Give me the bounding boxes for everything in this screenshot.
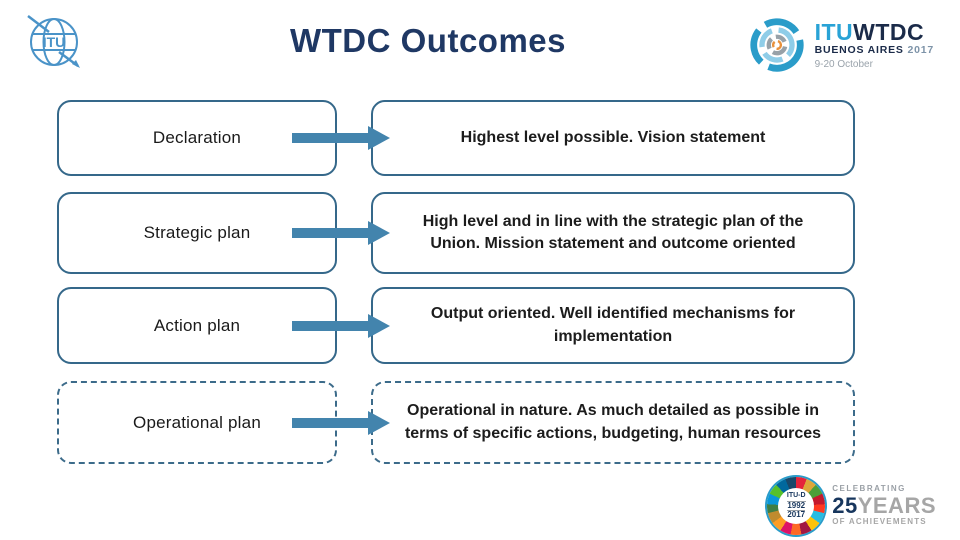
description-box-declaration: Highest level possible. Vision statement [371,100,855,176]
label-box-action-plan: Action plan [57,287,337,364]
row-description: Operational in nature. As much detailed … [404,402,822,442]
wheel-center: ITU-D 1992 2017 [778,488,815,524]
wheel-year-2017: 2017 [787,510,806,520]
description-box-operational-plan: Operational in nature. As much detailed … [371,381,855,464]
years-logo-text: CELEBRATING 25YEARS OF ACHIEVEMENTS [832,484,936,527]
flow-arrow-icon [292,126,390,150]
celebrating-label: CELEBRATING [832,484,906,494]
itu-25-years-logo: ITU-D 1992 2017 CELEBRATING 25YEARS OF A… [767,477,936,535]
wtdc-year: 2017 [907,44,934,57]
wtdc-logo-text: ITUWTDC BUENOS AIRES 2017 9-20 October [814,18,934,71]
row-description: High level and in line with the strategi… [422,212,804,252]
wtdc-wordmark: ITUWTDC [814,18,934,46]
wtdc-logo: ITUWTDC BUENOS AIRES 2017 9-20 October [746,14,934,76]
years-word: YEARS [857,492,936,518]
sdg-wheel-icon: ITU-D 1992 2017 [767,477,826,535]
wtdc-rings-icon [749,18,804,72]
wtdc-wordmark-itu: ITU [814,18,854,45]
flow-arrow-icon [292,410,390,435]
wheel-year-1992: 1992 [787,500,806,512]
25-years-wordmark: 25YEARS [832,492,936,518]
page-title: WTDC Outcomes [290,22,567,59]
arrow-head [368,126,390,150]
itu-globe-logo-icon: ITU [27,15,80,68]
row-description: Output oriented. Well identified mechani… [430,305,796,345]
diagram-row-declaration: Declaration Highest level possible. Visi… [0,100,960,176]
row-label: Strategic plan [143,223,251,242]
achievements-label: OF ACHIEVEMENTS [832,517,927,527]
itu-globe-label: ITU [43,34,66,50]
row-label: Declaration [152,128,242,147]
wtdc-city: BUENOS AIRES [814,44,908,57]
label-box-operational-plan: Operational plan [57,381,337,464]
description-box-strategic-plan: High level and in line with the strategi… [371,192,855,274]
row-description: Highest level possible. Vision statement [460,128,766,146]
diagram-row-operational-plan: Operational plan Operational in nature. … [0,381,960,464]
flow-arrow-icon [292,221,390,245]
arrow-head [368,221,390,245]
wheel-org: ITU-D [786,492,806,502]
diagram-row-action-plan: Action plan Output oriented. Well identi… [0,287,960,364]
wtdc-wordmark-wtdc: WTDC [853,18,925,45]
years-number: 25 [832,492,858,518]
arrow-shaft [292,228,368,238]
label-box-strategic-plan: Strategic plan [57,192,337,274]
wtdc-dates: 9-20 October [814,59,873,71]
arrow-shaft [292,320,368,331]
row-label: Action plan [153,315,241,335]
flow-arrow-icon [292,313,390,338]
wtdc-city-line: BUENOS AIRES 2017 [815,45,934,57]
arrow-head [368,410,390,435]
arrow-head [368,313,390,338]
arrow-shaft [292,417,368,428]
arrow-shaft [292,133,368,143]
description-box-action-plan: Output oriented. Well identified mechani… [371,287,855,364]
diagram-row-strategic-plan: Strategic plan High level and in line wi… [0,192,960,274]
row-label: Operational plan [133,412,261,432]
